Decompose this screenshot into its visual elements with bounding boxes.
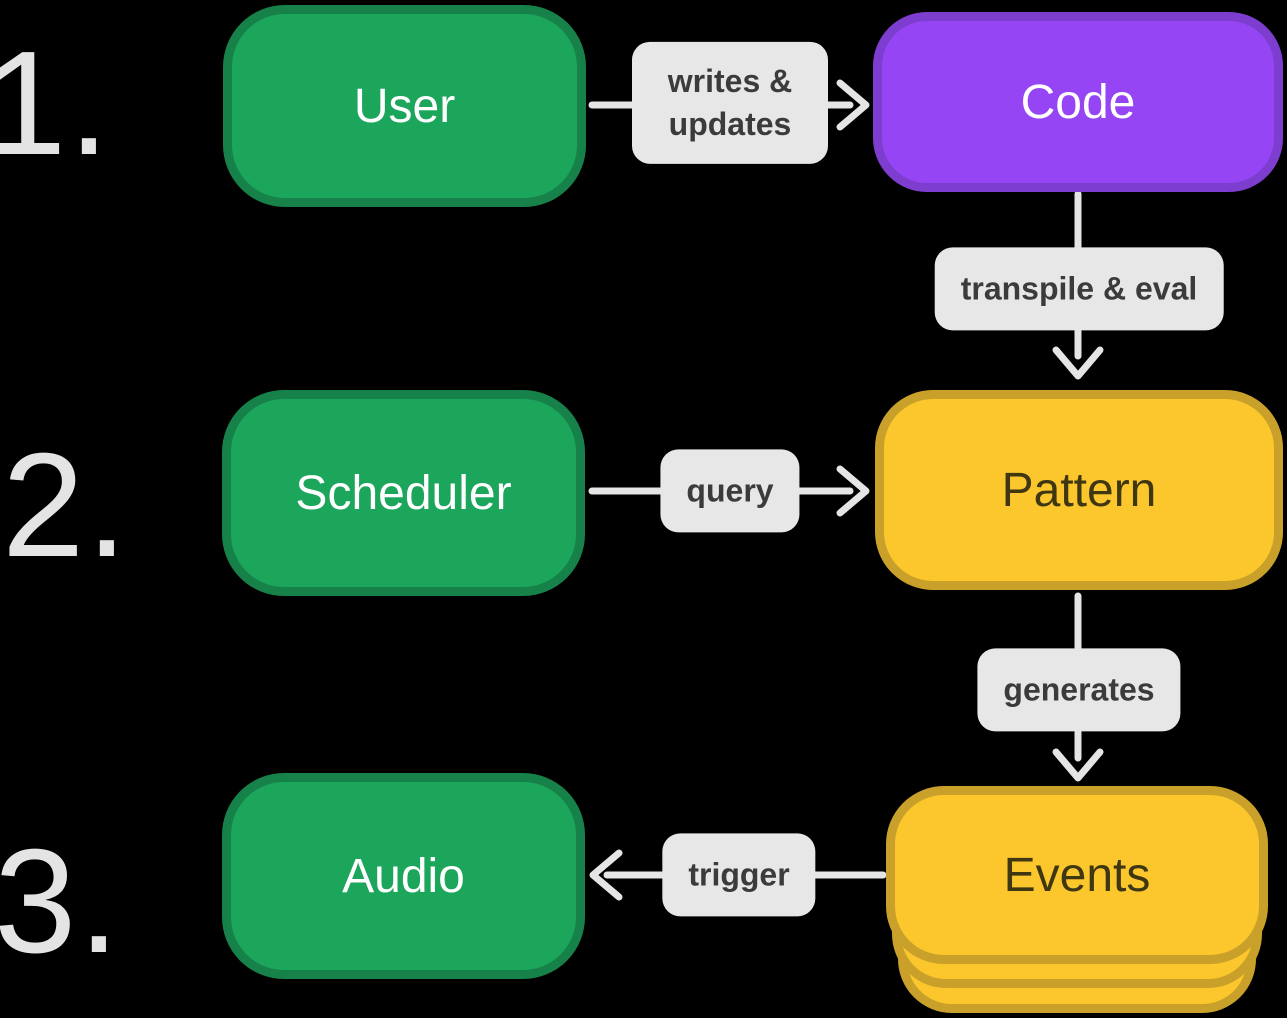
node-audio: Audio bbox=[222, 773, 585, 979]
step-number-3: 3. bbox=[0, 819, 122, 984]
edge-label-generates: generates bbox=[977, 648, 1181, 732]
node-scheduler: Scheduler bbox=[222, 390, 585, 596]
node-pattern-label: Pattern bbox=[1001, 463, 1157, 517]
arrowhead-right-icon bbox=[836, 465, 870, 517]
node-user-label: User bbox=[353, 79, 456, 133]
edge-label-query: query bbox=[660, 449, 800, 533]
node-code-label: Code bbox=[1020, 75, 1136, 129]
node-pattern: Pattern bbox=[875, 390, 1283, 590]
arrowhead-right-icon bbox=[836, 79, 870, 131]
arrowhead-down-icon bbox=[1052, 748, 1104, 782]
node-code: Code bbox=[873, 12, 1283, 192]
edge-label-transpile-eval: transpile & eval bbox=[934, 247, 1224, 331]
edge-label-writes-updates: writes & updates bbox=[632, 41, 828, 165]
arrowhead-left-icon bbox=[589, 849, 623, 901]
node-events-label: Events bbox=[1003, 848, 1151, 902]
node-user: User bbox=[223, 5, 586, 207]
node-audio-label: Audio bbox=[342, 849, 465, 903]
node-events: Events bbox=[886, 786, 1268, 964]
step-number-2: 2. bbox=[2, 423, 130, 588]
arrowhead-down-icon bbox=[1052, 346, 1104, 380]
edge-label-trigger: trigger bbox=[662, 833, 816, 917]
node-scheduler-label: Scheduler bbox=[295, 466, 512, 520]
step-number-1: 1. bbox=[0, 21, 112, 186]
